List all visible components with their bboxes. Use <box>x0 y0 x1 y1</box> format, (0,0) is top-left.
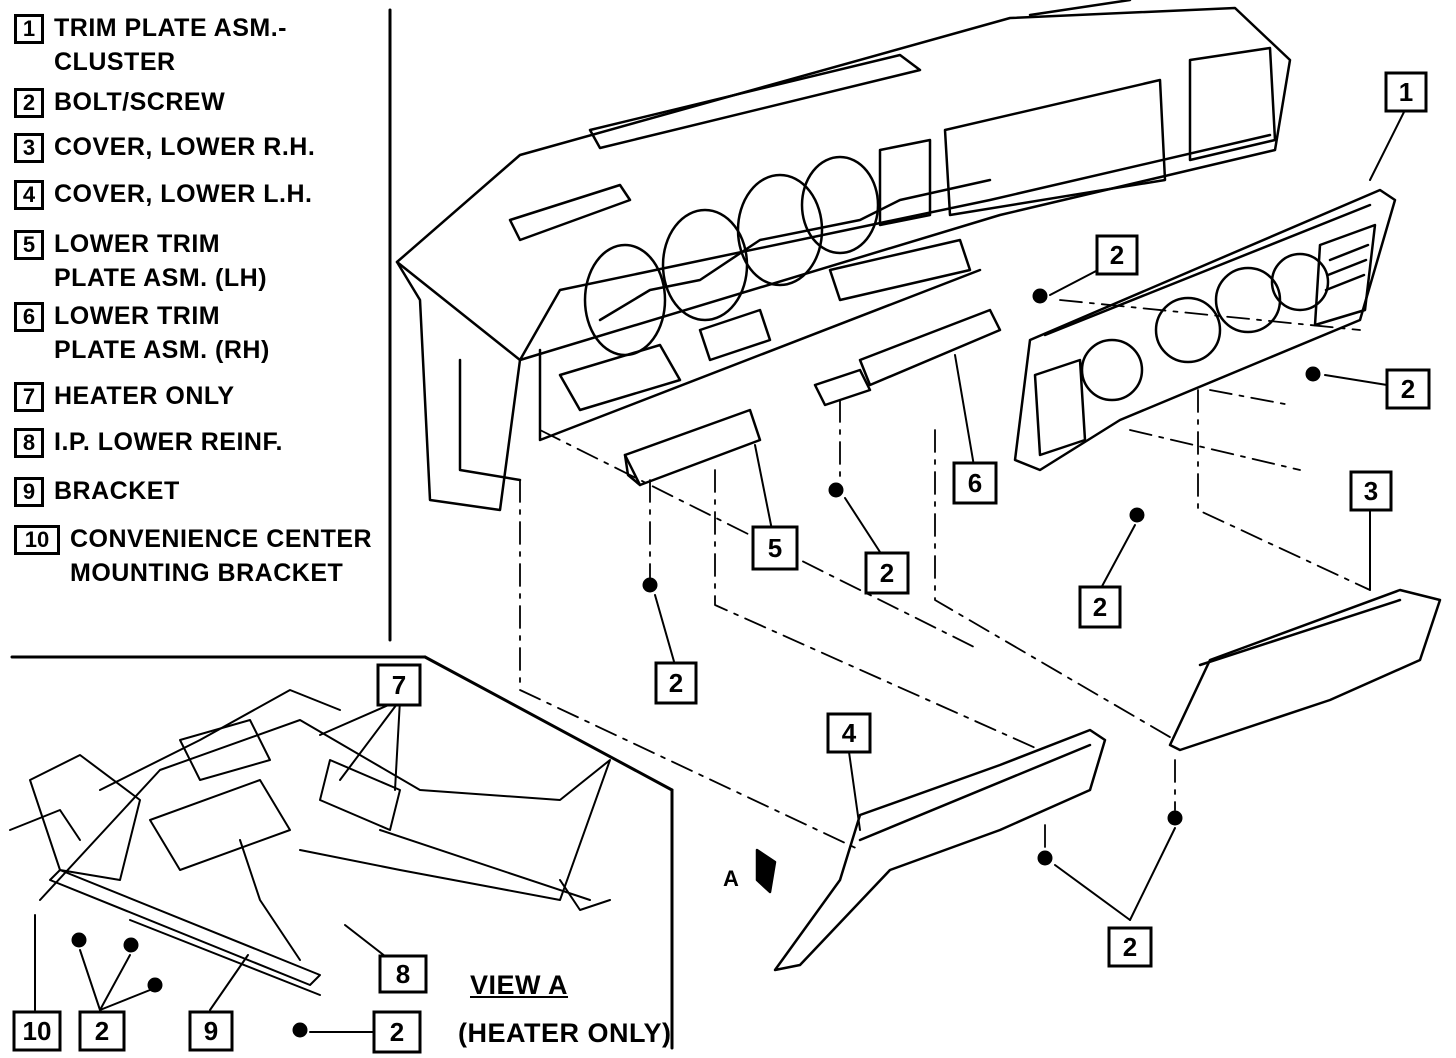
svg-text:2: 2 <box>1123 932 1137 962</box>
svg-text:2: 2 <box>95 1016 109 1046</box>
lower-trim-plate-lh <box>623 408 762 487</box>
legend-item: 10 CONVENIENCE CENTER MOUNTING BRACKET <box>14 525 372 590</box>
svg-text:3: 3 <box>1364 476 1378 506</box>
legend-item-number: 8 <box>14 428 44 458</box>
callout-10: 10 <box>12 1010 62 1052</box>
bolt-icon <box>147 977 163 993</box>
legend-item-number: 9 <box>14 477 44 507</box>
callout-2: 2 <box>654 661 698 705</box>
callout-8: 8 <box>378 954 428 994</box>
bolt-icons <box>71 288 1321 1038</box>
callout-9: 9 <box>188 1010 234 1052</box>
svg-text:6: 6 <box>968 468 982 498</box>
svg-text:4: 4 <box>842 718 857 748</box>
bolt-icon <box>292 1022 308 1038</box>
callout-2: 2 <box>1385 368 1431 410</box>
bolt-icon <box>642 577 658 593</box>
legend-item: 6 LOWER TRIM PLATE ASM. (RH) <box>14 302 270 367</box>
callout-5: 5 <box>751 525 799 571</box>
cover-lower-rh <box>1168 588 1442 752</box>
lower-trim-plate-rh <box>813 308 1002 407</box>
bolt-icon <box>71 932 87 948</box>
legend-item-number: 10 <box>14 525 60 555</box>
view-a-marker-label: A <box>723 866 739 891</box>
view-a-subtitle: (HEATER ONLY) <box>458 1018 672 1048</box>
svg-text:2: 2 <box>1401 374 1415 404</box>
callout-2: 2 <box>78 1010 126 1052</box>
legend-item: 2 BOLT/SCREW <box>14 88 225 119</box>
svg-text:2: 2 <box>669 668 683 698</box>
leader-arrows <box>34 109 1406 1033</box>
view-a-arrow-icon <box>755 848 777 894</box>
bolt-icon <box>1032 288 1048 304</box>
legend-item-number: 5 <box>14 230 44 260</box>
callout-3: 3 <box>1349 470 1393 512</box>
legend-item-number: 4 <box>14 180 44 210</box>
legend-item-label: CONVENIENCE CENTER MOUNTING BRACKET <box>70 525 373 587</box>
svg-text:7: 7 <box>392 670 406 700</box>
callout-2: 2 <box>1107 926 1153 968</box>
callout-2: 2 <box>1078 585 1122 629</box>
legend-item: 3 COVER, LOWER R.H. <box>14 133 315 164</box>
view-a-title: VIEW A <box>470 970 569 1000</box>
callout-2: 2 <box>372 1010 422 1054</box>
svg-text:2: 2 <box>880 558 894 588</box>
legend-item-label: TRIM PLATE ASM.- CLUSTER <box>54 14 287 76</box>
svg-text:9: 9 <box>204 1016 218 1046</box>
legend-item-number: 3 <box>14 133 44 163</box>
callout-7: 7 <box>376 663 422 707</box>
callout-6: 6 <box>952 461 998 505</box>
svg-text:2: 2 <box>390 1017 404 1047</box>
legend-item-number: 6 <box>14 302 44 332</box>
legend-item-label: COVER, LOWER L.H. <box>54 180 313 208</box>
cover-lower-lh <box>773 728 1107 972</box>
svg-text:2: 2 <box>1110 240 1124 270</box>
legend-item-label: BOLT/SCREW <box>54 88 226 116</box>
svg-text:5: 5 <box>768 533 782 563</box>
bolt-icon <box>1167 810 1183 826</box>
legend-item-label: BRACKET <box>54 477 180 505</box>
bolt-icon <box>828 482 844 498</box>
legend-item: 1 TRIM PLATE ASM.- CLUSTER <box>14 14 287 79</box>
legend-item: 4 COVER, LOWER L.H. <box>14 180 313 211</box>
callout-4: 4 <box>826 712 872 754</box>
legend-item-label: I.P. LOWER REINF. <box>54 428 283 456</box>
legend-item: 9 BRACKET <box>14 477 180 508</box>
svg-text:10: 10 <box>23 1016 52 1046</box>
callout-1: 1 <box>1384 71 1428 113</box>
alignment-lines <box>519 299 1371 851</box>
callout-boxes: 1 2 2 3 6 5 2 2 <box>12 71 1431 1054</box>
view-a-subassembly <box>9 689 611 996</box>
svg-text:8: 8 <box>396 959 410 989</box>
legend-item-label: LOWER TRIM PLATE ASM. (RH) <box>54 302 270 364</box>
bolt-icon <box>123 937 139 953</box>
legend-item-label: LOWER TRIM PLATE ASM. (LH) <box>54 230 268 292</box>
bolt-icon <box>1037 850 1053 866</box>
legend-item: 5 LOWER TRIM PLATE ASM. (LH) <box>14 230 267 295</box>
legend-item-number: 7 <box>14 382 44 412</box>
legend-item-number: 2 <box>14 88 44 118</box>
instrument-panel-body <box>395 0 1292 512</box>
bolt-icon <box>1305 366 1321 382</box>
svg-text:2: 2 <box>1093 592 1107 622</box>
callout-2: 2 <box>1095 234 1139 276</box>
legend-item-number: 1 <box>14 14 44 44</box>
legend-item: 7 HEATER ONLY <box>14 382 235 413</box>
legend-item: 8 I.P. LOWER REINF. <box>14 428 283 459</box>
view-a-border-top <box>423 655 674 792</box>
trim-plate-cluster <box>1013 188 1397 472</box>
callout-2: 2 <box>864 551 910 595</box>
legend-item-label: HEATER ONLY <box>54 382 235 410</box>
bolt-icon <box>1129 507 1145 523</box>
svg-text:1: 1 <box>1399 77 1413 107</box>
legend-item-label: COVER, LOWER R.H. <box>54 133 316 161</box>
